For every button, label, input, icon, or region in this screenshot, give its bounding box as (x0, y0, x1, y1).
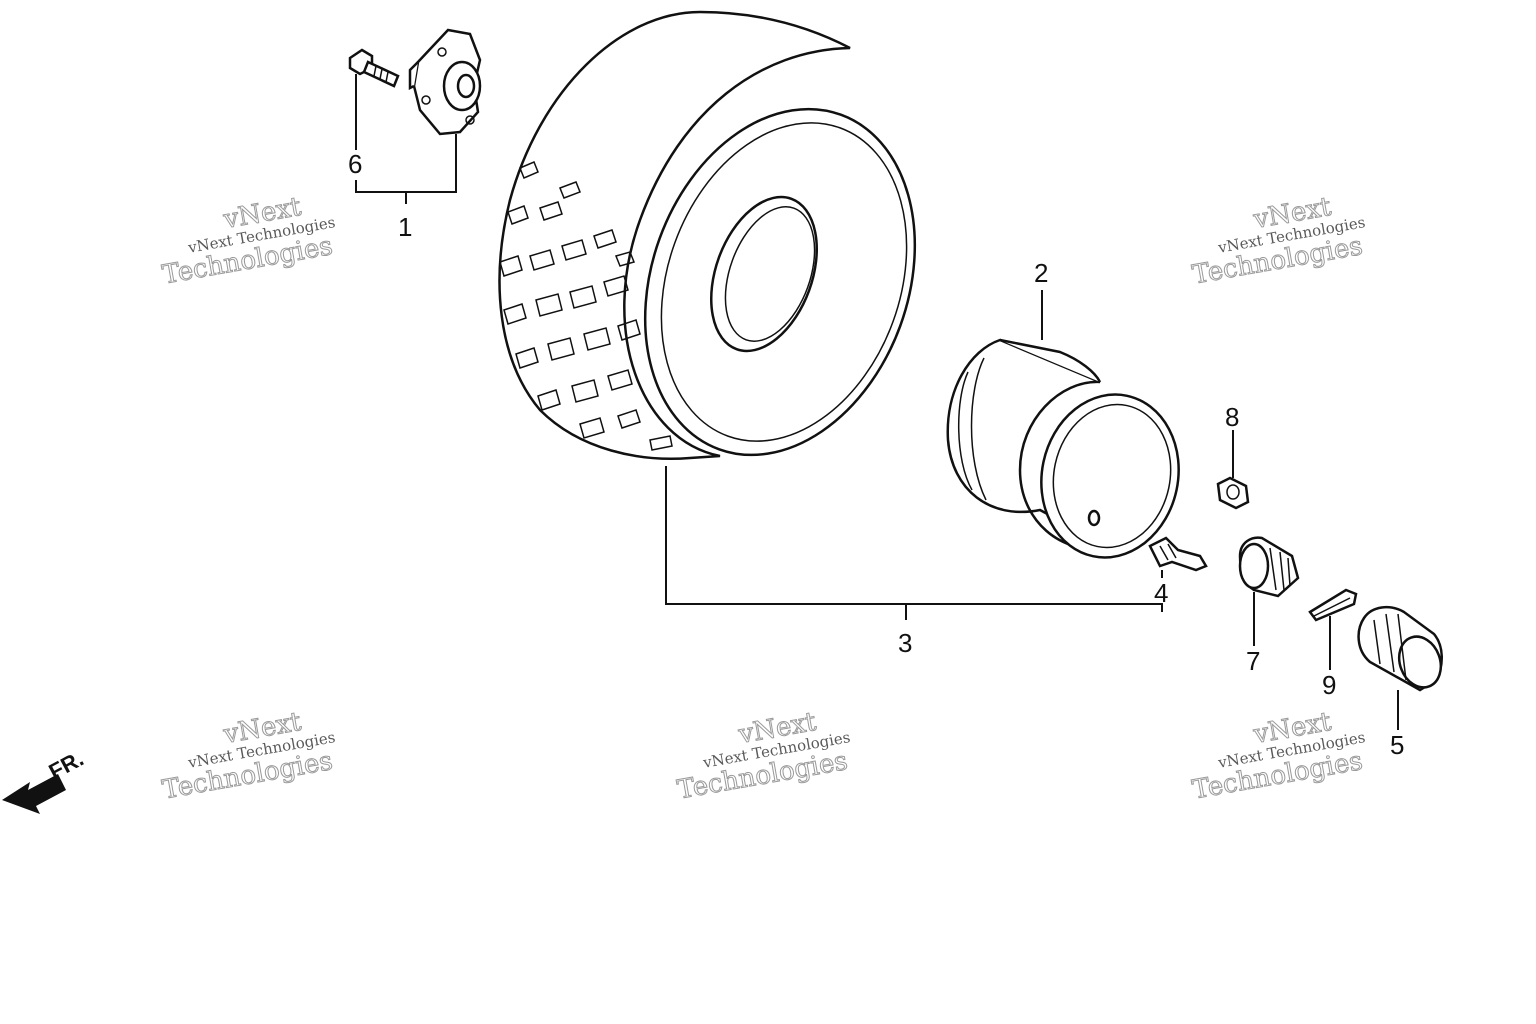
watermark-bottom-left: vNext vNext Technologies Technologies (160, 706, 337, 806)
callout-8[interactable]: 8 (1225, 402, 1239, 432)
callout-6[interactable]: 6 (348, 149, 362, 179)
watermark-top-right: vNext vNext Technologies Technologies (1190, 191, 1367, 291)
callout-1[interactable]: 1 (398, 212, 412, 242)
callout-7[interactable]: 7 (1246, 646, 1260, 676)
watermark-top-left: vNext vNext Technologies Technologies (160, 191, 337, 291)
part-5-cap[interactable] (1357, 605, 1448, 693)
tire-tread-pattern (499, 161, 673, 451)
part-9-cotter-pin[interactable] (1308, 588, 1358, 622)
callout-5[interactable]: 5 (1390, 730, 1404, 760)
callout-4[interactable]: 4 (1154, 578, 1168, 608)
callout-9[interactable]: 9 (1322, 670, 1336, 700)
part-6-bolt[interactable] (348, 48, 400, 88)
watermark-bottom-right: vNext vNext Technologies Technologies (1190, 706, 1367, 806)
callout-3[interactable]: 3 (898, 628, 912, 658)
part-7-hub-nut[interactable] (1238, 536, 1300, 598)
callout-2[interactable]: 2 (1034, 258, 1048, 288)
part-8-nut[interactable] (1216, 476, 1250, 510)
part-3-tire[interactable] (498, 10, 962, 493)
front-direction-arrow-icon: FR. (2, 746, 88, 814)
part-4-valve[interactable] (1148, 536, 1208, 572)
leader-3-4 (665, 466, 1163, 620)
part-1-hub[interactable] (408, 28, 482, 136)
part-2-rim[interactable] (946, 338, 1194, 570)
leader-6-1 (355, 74, 457, 204)
watermark-bottom-center: vNext vNext Technologies Technologies (675, 706, 852, 806)
